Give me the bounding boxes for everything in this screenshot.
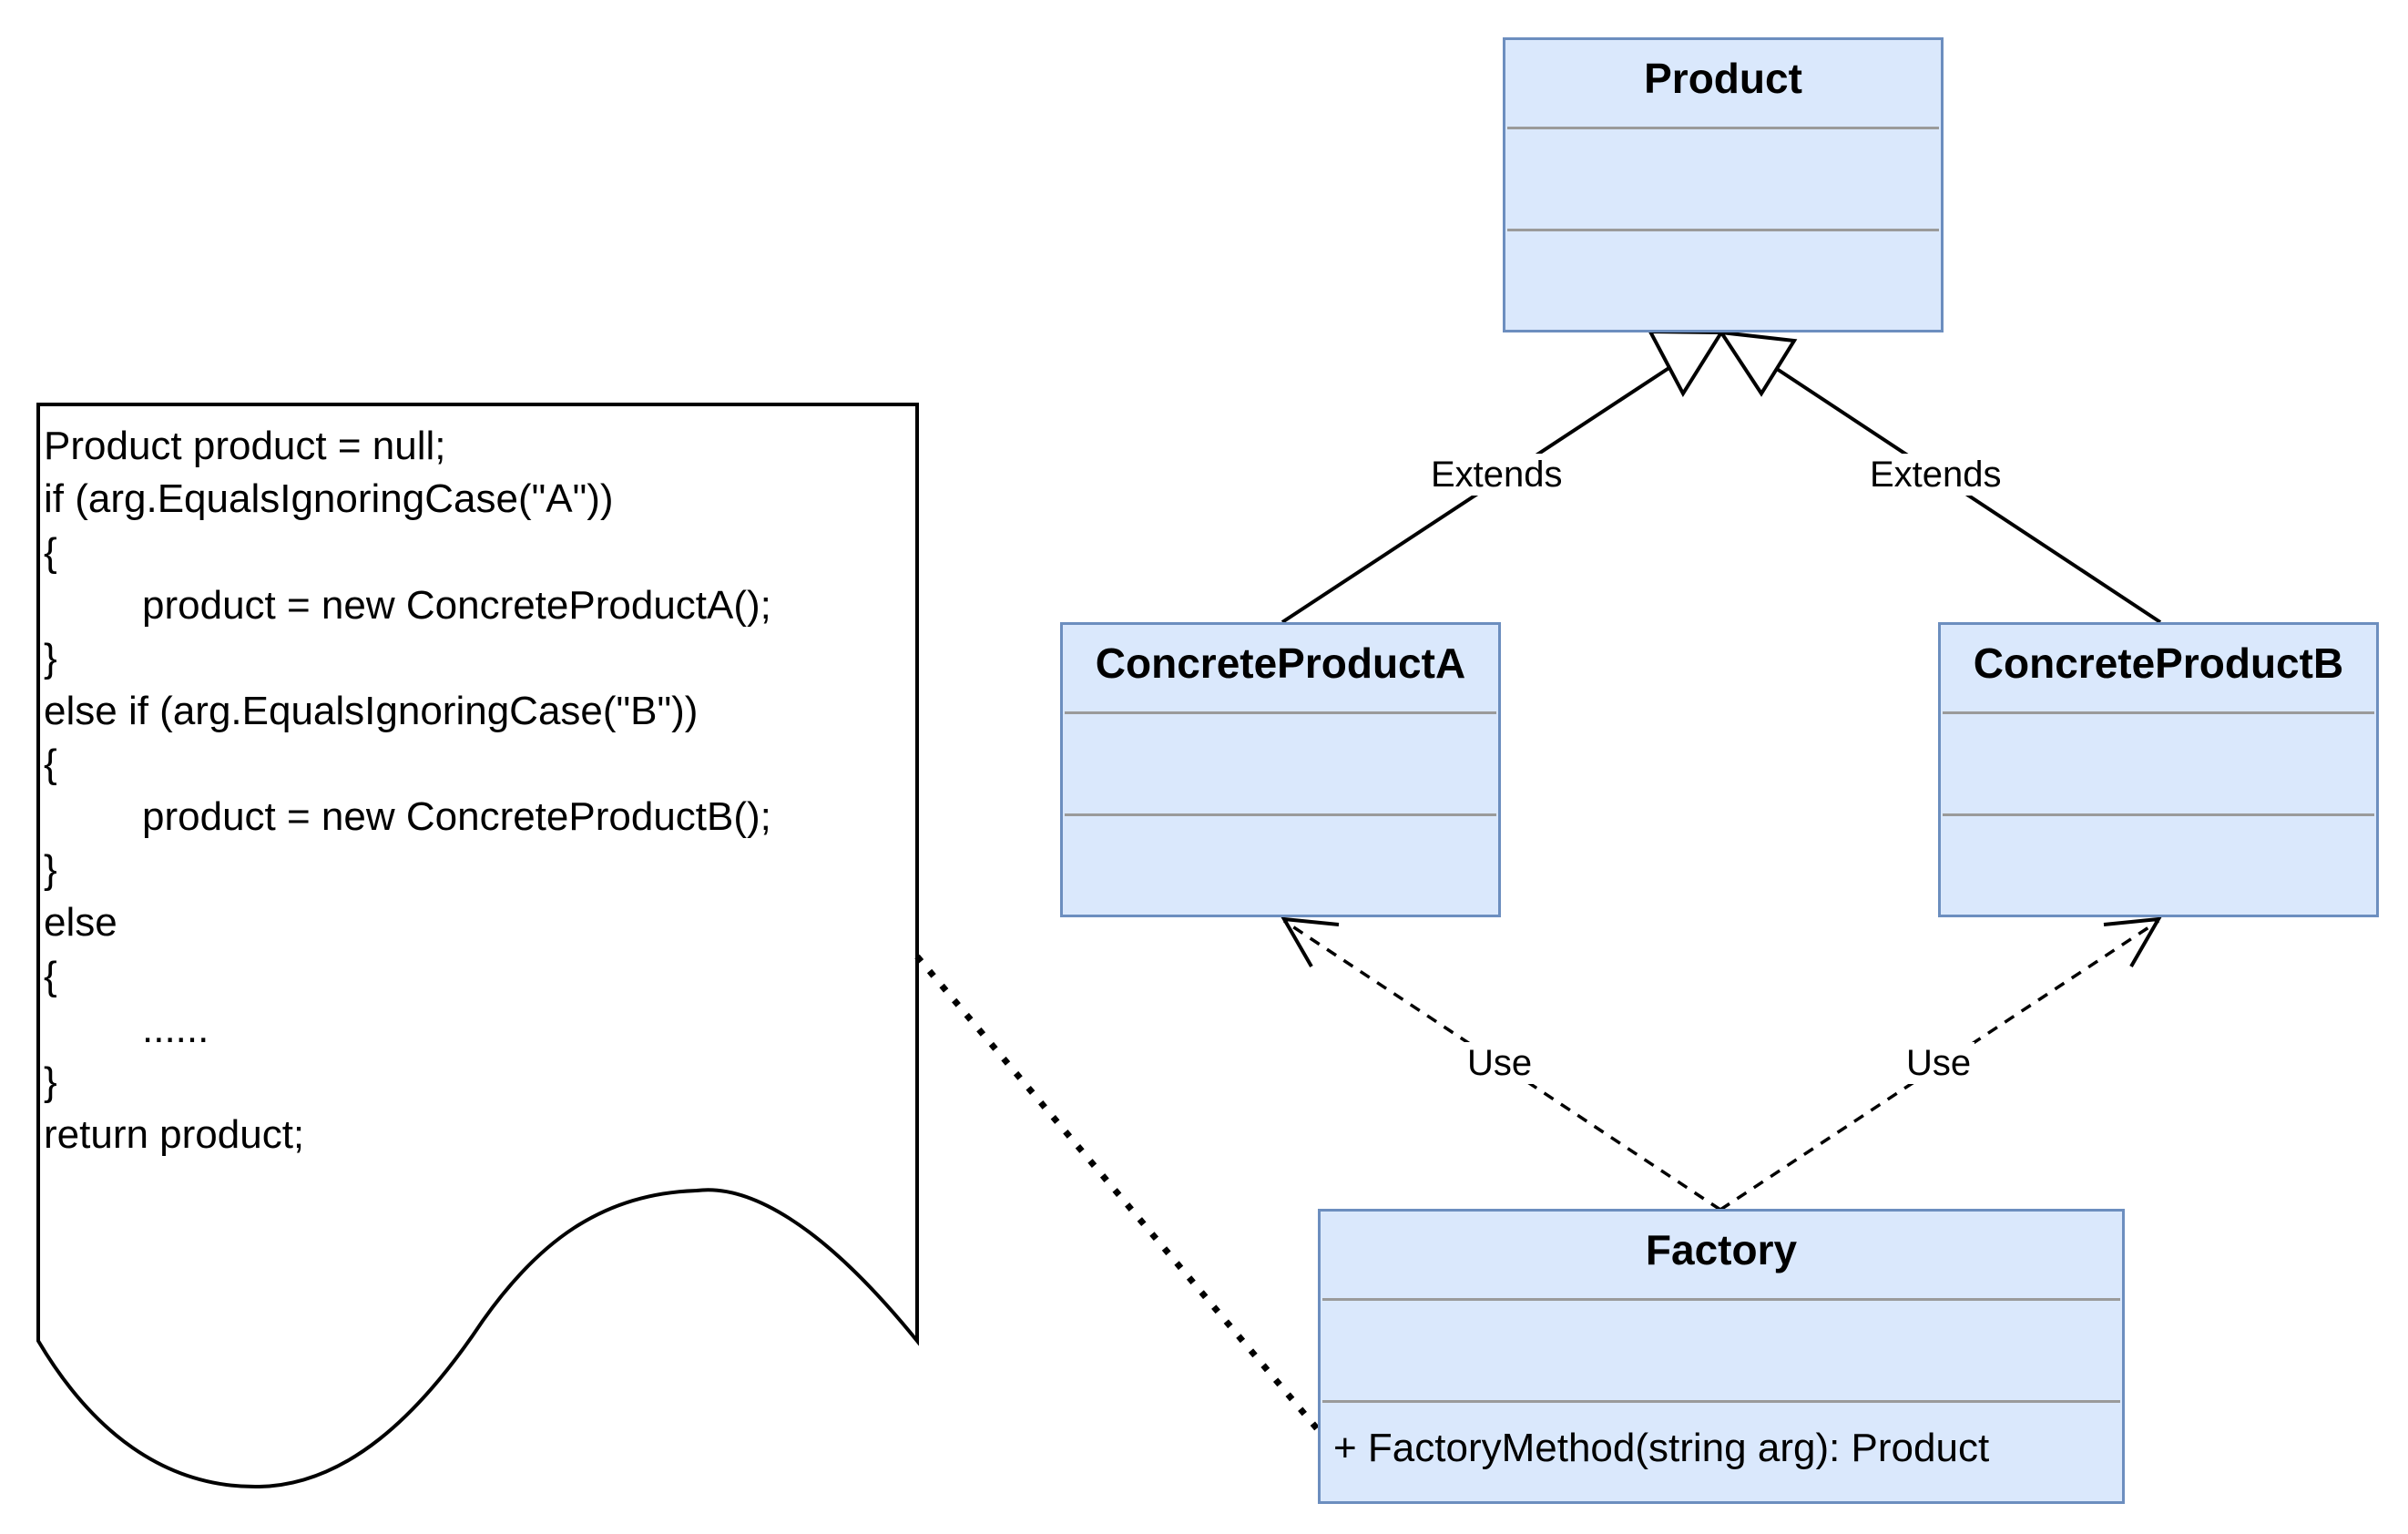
code-line: product = new ConcreteProductB(); [142, 794, 771, 839]
extends-arrowhead-a [1647, 329, 1725, 397]
extends-label-b: Extends [1866, 454, 2005, 496]
code-line: product = new ConcreteProductA(); [142, 583, 771, 628]
use-label-b: Use [1903, 1042, 1975, 1084]
note-connector [914, 954, 1323, 1436]
code-line: { [44, 954, 57, 998]
separator [1507, 229, 1939, 231]
extends-label-a: Extends [1427, 454, 1566, 496]
use-arrowhead-a [1281, 916, 1340, 967]
use-arrowhead-b [2103, 916, 2162, 967]
code-line: ...... [142, 1007, 209, 1051]
code-line: { [44, 530, 57, 575]
code-line: if (arg.EqualsIgnoringCase("A")) [44, 476, 614, 521]
separator [1065, 711, 1496, 714]
code-line: } [44, 636, 57, 680]
separator [1065, 813, 1496, 816]
class-concrete-product-a[interactable]: ConcreteProductA [1060, 622, 1501, 917]
class-name: Factory [1645, 1226, 1798, 1273]
class-name: ConcreteProductB [1973, 639, 2344, 687]
code-line: } [44, 847, 57, 892]
code-line: } [44, 1059, 57, 1104]
separator [1943, 813, 2374, 816]
factory-method: + FactoryMethod(string arg): Product [1333, 1426, 1990, 1470]
code-line: Product product = null; [44, 424, 446, 468]
extends-arrowhead-b [1717, 330, 1798, 397]
class-concrete-product-b[interactable]: ConcreteProductB [1938, 622, 2379, 917]
class-name: ConcreteProductA [1095, 639, 1466, 687]
use-label-a: Use [1464, 1042, 1536, 1084]
code-line: else if (arg.EqualsIgnoringCase("B")) [44, 689, 699, 733]
separator [1507, 127, 1939, 129]
separator [1322, 1400, 2120, 1403]
code-note-shape [36, 403, 919, 1489]
class-factory[interactable]: Factory + FactoryMethod(string arg): Pro… [1318, 1209, 2125, 1504]
separator [1943, 711, 2374, 714]
code-line: else [44, 900, 117, 945]
code-line: return product; [44, 1112, 305, 1157]
separator [1322, 1298, 2120, 1301]
class-name: Product [1644, 55, 1802, 102]
code-line: { [44, 741, 57, 786]
class-product[interactable]: Product [1503, 37, 1944, 332]
